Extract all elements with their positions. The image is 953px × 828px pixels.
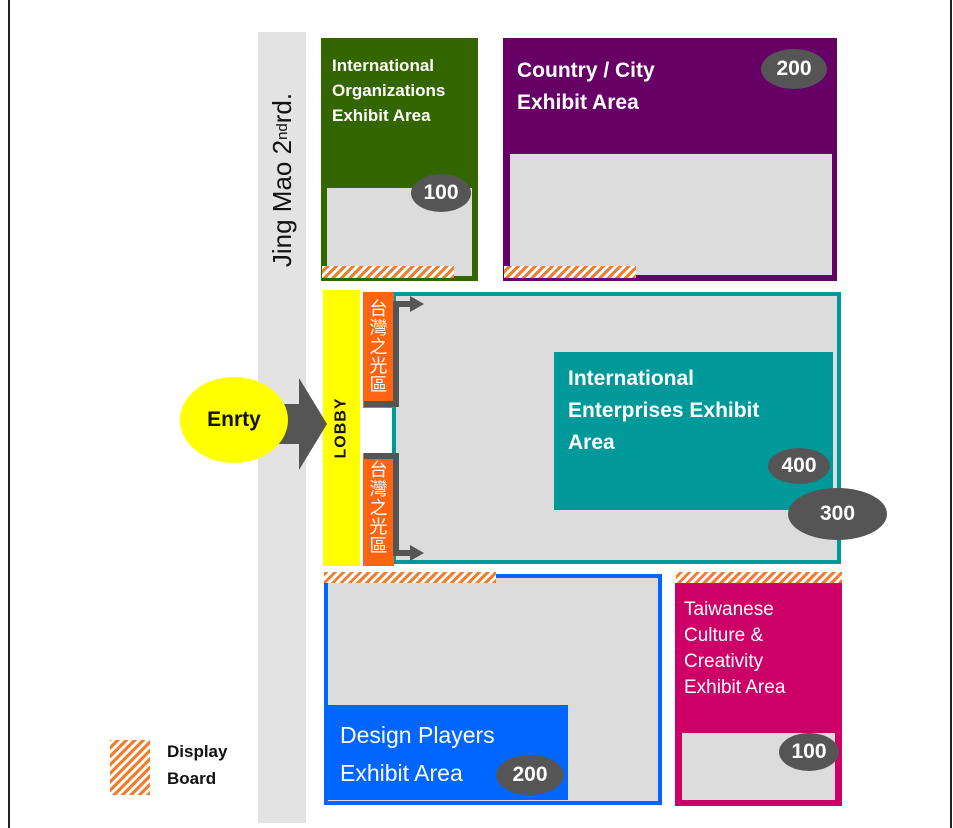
flow-arrow-bottom: [364, 453, 424, 561]
taiwanese-culture-area: Taiwanese Culture & Creativity Exhibit A…: [675, 583, 842, 806]
legend-label-line: Board: [167, 769, 217, 788]
intl-org-title: International Organizations Exhibit Area: [332, 53, 477, 128]
legend-label-line: Display: [167, 742, 228, 761]
country-city-area: Country / City Exhibit Area 200: [503, 38, 837, 281]
taiwanese-culture-title-line: Culture &: [684, 625, 764, 646]
taiwan-zone-top: 台 灣 之 光 區: [363, 292, 394, 408]
taiwan-zone-char: 灣: [369, 479, 388, 500]
taiwanese-culture-title: Taiwanese Culture & Creativity Exhibit A…: [684, 597, 840, 701]
intl-enterprises-title-line: Enterprises Exhibit: [568, 399, 760, 422]
country-city-title: Country / City Exhibit Area: [517, 55, 757, 119]
lobby: LOBBY: [323, 290, 360, 566]
design-players-title-line: Design Players: [340, 722, 495, 748]
display-board-intl-org: [322, 266, 454, 278]
legend-label: Display Board: [167, 738, 257, 792]
taiwan-zone-char: 灣: [369, 318, 388, 339]
taiwan-zone-char: 光: [369, 356, 388, 377]
intl-org-count-badge: 100: [411, 174, 471, 212]
country-city-count-badge: 200: [761, 49, 827, 89]
flow-arrow-top: [364, 296, 424, 407]
entry-arrow-icon: [255, 378, 327, 470]
design-players-count-badge: 200: [496, 755, 564, 795]
intl-org-title-line: Organizations: [332, 81, 446, 100]
intl-org-title-line: International: [332, 56, 435, 75]
intl-enterprises-inner-count-badge: 400: [768, 448, 830, 484]
entry-label: Enrty: [180, 377, 288, 463]
hall-flow-arrows: [364, 296, 424, 561]
taiwan-zone-char: 之: [369, 498, 388, 519]
taiwanese-culture-title-line: Taiwanese: [684, 599, 774, 620]
lobby-label: LOBBY: [332, 397, 350, 459]
display-board-design-players: [324, 572, 496, 583]
intl-org-area: International Organizations Exhibit Area…: [321, 38, 478, 281]
country-city-space: [510, 154, 832, 275]
taiwan-zone-char: 之: [369, 337, 388, 358]
design-players-title-line: Exhibit Area: [340, 760, 463, 786]
taiwan-zone-char: 區: [369, 536, 388, 557]
taiwan-zone-char: 區: [369, 375, 388, 396]
map-frame: [8, 0, 952, 828]
taiwan-zone-char: 光: [369, 517, 388, 538]
country-city-title-line: Exhibit Area: [517, 91, 639, 114]
taiwan-zone-char: 台: [369, 299, 388, 320]
design-players-title: Design Players Exhibit Area: [340, 716, 570, 792]
taiwanese-culture-count-badge: 100: [779, 733, 839, 771]
intl-enterprises-title: International Enterprises Exhibit Area: [568, 363, 828, 459]
country-city-title-line: Country / City: [517, 59, 655, 82]
road-end: rd.: [266, 92, 297, 124]
intl-enterprises-outer-count-badge: 300: [788, 488, 887, 540]
road-suffix: nd: [273, 123, 291, 140]
intl-enterprises-panel: International Enterprises Exhibit Area 4…: [554, 352, 833, 510]
taiwanese-culture-title-line: Exhibit Area: [684, 677, 786, 698]
intl-org-title-line: Exhibit Area: [332, 106, 431, 125]
taiwan-zone-char: 台: [369, 460, 388, 481]
display-board-country-city: [504, 266, 636, 278]
display-board-taiwanese-culture: [676, 572, 842, 583]
taiwanese-culture-title-line: Creativity: [684, 651, 764, 672]
intl-enterprises-title-line: Area: [568, 431, 615, 454]
legend-display-board-swatch: [110, 740, 150, 795]
taiwan-zone-bottom: 台 灣 之 光 區: [363, 453, 394, 566]
road-name: Jing Mao 2: [266, 139, 297, 268]
intl-enterprises-title-line: International: [568, 367, 695, 390]
